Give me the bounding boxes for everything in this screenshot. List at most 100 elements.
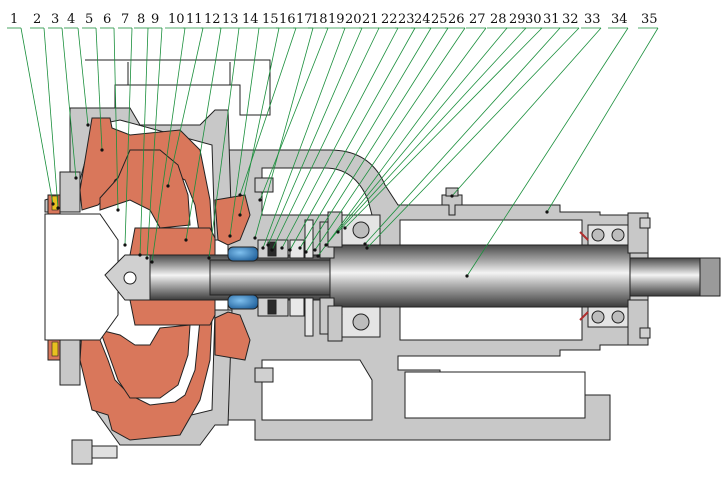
part-label-22: 22 — [381, 12, 398, 27]
leader-line-32 — [366, 27, 580, 249]
leader-line-19 — [262, 27, 346, 249]
leader-line-15 — [239, 27, 280, 216]
leader-dot-14 — [228, 234, 232, 238]
part-label-20: 20 — [345, 12, 362, 27]
part-label-34: 34 — [611, 12, 628, 27]
leader-dot-8 — [138, 253, 142, 257]
leader-line-22 — [281, 27, 399, 249]
leader-line-29 — [337, 27, 527, 233]
leader-line-8 — [139, 27, 149, 256]
leader-dot-32 — [365, 246, 369, 250]
leader-line-17 — [254, 27, 314, 239]
part-label-35: 35 — [641, 12, 658, 27]
leader-dot-20 — [266, 243, 270, 247]
leader-dot-1 — [51, 202, 55, 206]
leader-line-4 — [77, 27, 89, 126]
part-label-18: 18 — [311, 12, 328, 27]
leader-dot-17 — [253, 236, 257, 240]
leader-line-20 — [267, 27, 363, 246]
leader-line-33 — [451, 27, 602, 197]
part-label-5: 5 — [85, 12, 93, 27]
part-label-30: 30 — [525, 12, 542, 27]
leader-line-11 — [167, 27, 204, 187]
part-label-23: 23 — [398, 12, 415, 27]
leader-line-27 — [317, 27, 487, 257]
leader-dot-25 — [304, 250, 308, 254]
leader-dot-5 — [100, 148, 104, 152]
part-label-9: 9 — [151, 12, 159, 27]
leader-line-13 — [208, 27, 240, 259]
leader-line-14 — [229, 27, 260, 237]
leader-dot-22 — [280, 246, 284, 250]
part-label-25: 25 — [431, 12, 448, 27]
leader-dot-19 — [261, 246, 265, 250]
part-label-14: 14 — [242, 12, 259, 27]
leader-line-30 — [344, 27, 543, 229]
leader-dot-24 — [298, 246, 302, 250]
leader-dot-29 — [336, 230, 340, 234]
leader-dot-9 — [145, 256, 149, 260]
part-label-3: 3 — [51, 12, 59, 27]
leader-dot-6 — [116, 208, 120, 212]
part-label-4: 4 — [67, 12, 75, 27]
leader-dot-13 — [207, 256, 211, 260]
leader-dot-10 — [150, 260, 154, 264]
part-label-31: 31 — [543, 12, 560, 27]
leader-dot-34 — [465, 274, 469, 278]
leader-line-2 — [43, 27, 59, 209]
part-label-8: 8 — [137, 12, 145, 27]
leader-dot-27 — [316, 254, 320, 258]
leader-line-25 — [305, 27, 449, 253]
leader-line-24 — [299, 27, 432, 249]
part-label-13: 13 — [222, 12, 239, 27]
wet-end-liners — [47, 117, 251, 441]
part-label-15: 15 — [262, 12, 279, 27]
leader-dot-28 — [324, 243, 328, 247]
part-label-19: 19 — [328, 12, 345, 27]
leader-line-1 — [20, 27, 54, 205]
leader-dot-15 — [238, 213, 242, 217]
leader-dot-3 — [74, 176, 78, 180]
leader-line-5 — [95, 27, 103, 151]
part-label-2: 2 — [33, 12, 41, 27]
leader-line-23 — [289, 27, 416, 251]
leader-line-21 — [271, 27, 380, 251]
part-label-16: 16 — [279, 12, 296, 27]
leader-dot-23 — [288, 248, 292, 252]
part-label-32: 32 — [562, 12, 579, 27]
part-label-26: 26 — [448, 12, 465, 27]
leader-line-9 — [146, 27, 163, 259]
leader-dot-35 — [545, 210, 549, 214]
leader-line-26 — [314, 27, 466, 251]
leader-dot-18 — [258, 198, 262, 202]
part-label-29: 29 — [509, 12, 526, 27]
leader-line-35 — [546, 27, 659, 213]
leader-dot-30 — [343, 226, 347, 230]
leader-line-16 — [239, 27, 297, 196]
part-label-21: 21 — [362, 12, 379, 27]
bolts — [51, 177, 651, 465]
part-label-24: 24 — [414, 12, 431, 27]
part-label-7: 7 — [121, 12, 129, 27]
leader-dot-12 — [184, 238, 188, 242]
part-label-17: 17 — [296, 12, 313, 27]
leader-line-3 — [61, 27, 77, 179]
leader-lines — [7, 27, 659, 278]
leader-line-34 — [466, 27, 629, 277]
leader-line-12 — [185, 27, 222, 241]
leader-dot-33 — [450, 194, 454, 198]
suction-opening — [44, 213, 119, 341]
part-label-6: 6 — [103, 12, 111, 27]
part-label-12: 12 — [204, 12, 221, 27]
leader-dot-7 — [123, 243, 127, 247]
part-label-10: 10 — [168, 12, 185, 27]
shaft-assembly — [104, 244, 721, 308]
part-label-27: 27 — [469, 12, 486, 27]
leader-line-31 — [364, 27, 561, 245]
leader-line-7 — [124, 27, 133, 246]
leader-dot-31 — [363, 242, 367, 246]
part-label-11: 11 — [186, 12, 203, 27]
leader-dot-16 — [238, 193, 242, 197]
